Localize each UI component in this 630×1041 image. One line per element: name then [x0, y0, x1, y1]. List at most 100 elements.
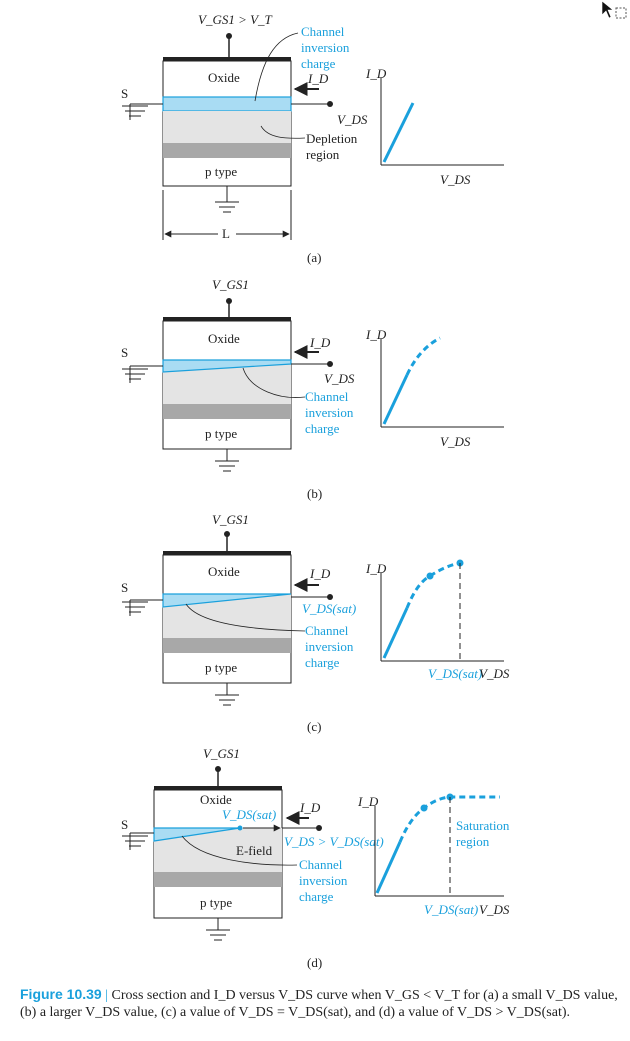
- gate-voltage-label: V_GS1: [203, 746, 240, 761]
- x-sat-label: V_DS(sat): [424, 902, 478, 917]
- depletion-leader-line: [260, 125, 306, 139]
- drain-current-label: I_D: [309, 335, 331, 350]
- mosfet-cross-section-a: V_GS1 > V_T Oxide p type S: [121, 12, 368, 241]
- curve-point: [426, 572, 434, 580]
- vds-label: V_DS: [324, 371, 355, 386]
- x-sat-label: V_DS(sat): [428, 666, 482, 681]
- caption-title: Figure 10.39: [20, 986, 102, 1002]
- callout-channel: Channel: [299, 857, 343, 872]
- caption-separator: |: [105, 988, 109, 1003]
- panel-a: V_GS1 > V_T Oxide p type S: [121, 12, 504, 265]
- panel-tag: (d): [307, 955, 322, 970]
- y-axis-label: I_D: [365, 327, 387, 342]
- gate-voltage-label: V_GS1: [212, 512, 249, 527]
- gate-voltage-label: V_GS1: [212, 277, 249, 292]
- depletion-label-2: region: [306, 147, 340, 162]
- gate-electrode: [163, 57, 291, 61]
- callout-inversion: inversion: [301, 40, 350, 55]
- vds-label: V_DS: [337, 112, 368, 127]
- vds-sat-inside-label: V_DS(sat): [222, 807, 276, 822]
- source-label: S: [121, 345, 128, 360]
- pinch-off-point: [237, 825, 243, 831]
- caption-text: Cross section and I_D versus V_DS curve …: [20, 988, 618, 1020]
- oxide-label: Oxide: [208, 564, 240, 579]
- source-label: S: [121, 817, 128, 832]
- oxide-label: Oxide: [200, 792, 232, 807]
- ptype-label: p type: [205, 164, 237, 179]
- channel-leader-line: [254, 32, 299, 102]
- callout-inversion: inversion: [299, 873, 348, 888]
- mosfet-cross-section-d: V_GS1 Oxide V_DS(sat) p type S: [121, 746, 384, 941]
- y-axis-label: I_D: [365, 561, 387, 576]
- saturating-curve: [405, 561, 461, 609]
- drain-current-label: I_D: [309, 566, 331, 581]
- linear-curve: [382, 102, 415, 163]
- panel-tag: (c): [307, 719, 321, 734]
- id-vds-graph-d: I_D Saturation region V_DS(sat) V_DS: [357, 793, 510, 917]
- gate-voltage-label: V_GS1 > V_T: [198, 12, 273, 27]
- mouse-cursor-icon: [600, 0, 630, 29]
- callout-inversion: inversion: [305, 639, 354, 654]
- channel-leader-line: [242, 367, 306, 398]
- gate-electrode: [154, 786, 282, 790]
- inversion-channel: [162, 96, 292, 112]
- callout-charge: charge: [305, 655, 340, 670]
- panel-d: V_GS1 Oxide V_DS(sat) p type S: [121, 746, 510, 970]
- substrate-band: [163, 143, 291, 158]
- panel-c: V_GS1 Oxide p type S I_D V_DS(sat): [121, 512, 510, 734]
- figure-caption: Figure 10.39 | Cross section and I_D ver…: [20, 986, 620, 1021]
- linear-curve: [382, 607, 409, 659]
- ptype-label: p type: [205, 660, 237, 675]
- panel-tag: (b): [307, 486, 322, 501]
- mosfet-cross-section-b: V_GS1 Oxide p type S I_D V_DS: [121, 277, 355, 472]
- callout-channel: Channel: [305, 623, 349, 638]
- linear-curve: [382, 374, 409, 425]
- drain-terminal: [327, 361, 333, 367]
- curve-point: [420, 804, 428, 812]
- inversion-channel: [153, 827, 241, 842]
- oxide-label: Oxide: [208, 331, 240, 346]
- id-vds-graph-c: I_D V_DS(sat) V_DS: [365, 559, 510, 681]
- depletion-region: [163, 111, 291, 143]
- drain-current-label: I_D: [307, 71, 329, 86]
- id-vds-graph-b: I_D V_DS: [365, 327, 504, 449]
- channel-leader-line: [181, 835, 298, 866]
- drain-terminal: [316, 825, 322, 831]
- oxide-label: Oxide: [208, 70, 240, 85]
- x-axis-label: V_DS: [479, 902, 510, 917]
- efield-label: E-field: [236, 843, 273, 858]
- drain-current-label: I_D: [299, 800, 321, 815]
- callout-charge: charge: [299, 889, 334, 904]
- callout-inversion: inversion: [305, 405, 354, 420]
- substrate-band: [154, 872, 282, 887]
- gate-electrode: [163, 551, 291, 555]
- panel-b: V_GS1 Oxide p type S I_D V_DS: [121, 277, 504, 501]
- id-vds-graph-a: I_D V_DS: [365, 66, 504, 187]
- gate-electrode: [163, 317, 291, 321]
- y-axis-label: I_D: [365, 66, 387, 81]
- mosfet-cross-section-c: V_GS1 Oxide p type S I_D V_DS(sat): [121, 512, 356, 706]
- callout-channel: Channel: [305, 389, 349, 404]
- ptype-label: p type: [200, 895, 232, 910]
- source-label: S: [121, 86, 128, 101]
- depletion-label-1: Depletion: [306, 131, 358, 146]
- saturation-label-1: Saturation: [456, 818, 510, 833]
- callout-charge: charge: [301, 56, 336, 71]
- linear-curve: [375, 841, 402, 894]
- y-axis-label: I_D: [357, 794, 379, 809]
- length-label: L: [222, 226, 230, 241]
- drain-terminal: [327, 594, 333, 600]
- panel-tag: (a): [307, 250, 321, 265]
- saturation-label-2: region: [456, 834, 490, 849]
- channel-leader-line: [185, 603, 306, 632]
- x-axis-label: V_DS: [440, 172, 471, 187]
- drain-terminal: [327, 101, 333, 107]
- substrate-band: [163, 404, 291, 419]
- saturating-curve: [405, 336, 441, 376]
- ptype-label: p type: [205, 426, 237, 441]
- x-axis-label: V_DS: [479, 666, 510, 681]
- callout-charge: charge: [305, 421, 340, 436]
- callout-channel: Channel: [301, 24, 345, 39]
- substrate-band: [163, 638, 291, 653]
